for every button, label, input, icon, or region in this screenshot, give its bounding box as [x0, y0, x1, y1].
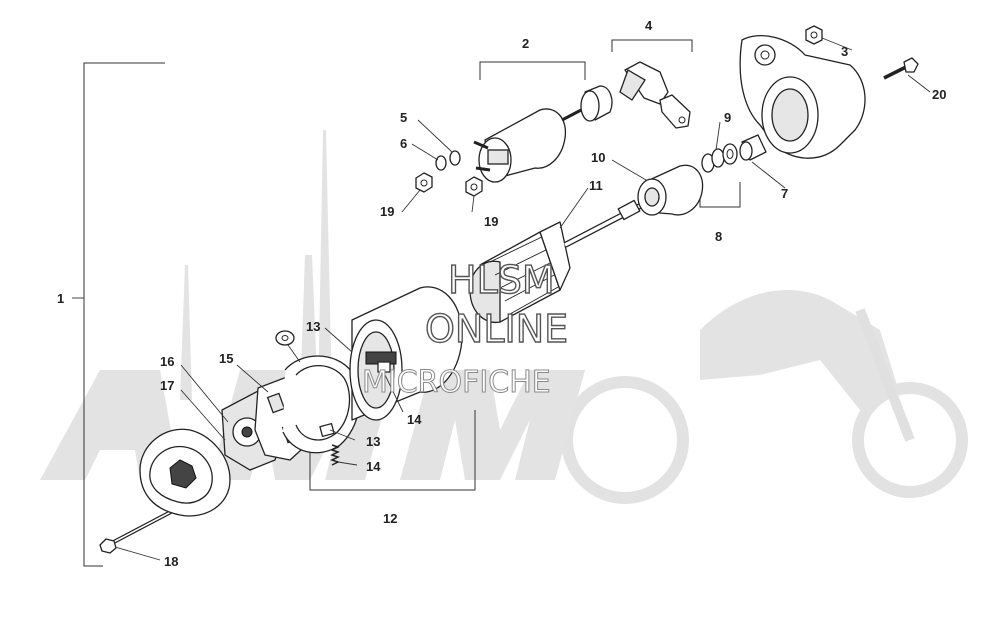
part-drive-housing [739, 35, 866, 159]
callout-18: 18 [164, 554, 178, 569]
bracket-solenoid-2 [479, 61, 586, 80]
callout-14-upper: 14 [407, 412, 422, 427]
bracket-clutch-8 [699, 182, 741, 208]
callout-3: 3 [841, 44, 848, 59]
callout-13-upper: 13 [306, 319, 320, 334]
watermark-wheel-front [852, 382, 968, 498]
callout-19-right: 19 [484, 214, 498, 229]
part-pinion-stop [722, 143, 738, 165]
callout-1: 1 [57, 291, 64, 306]
callout-7: 7 [781, 186, 788, 201]
part-clutch [637, 164, 704, 216]
callout-10: 10 [591, 150, 605, 165]
callout-13-lower: 13 [366, 434, 380, 449]
part-washer-6 [435, 155, 447, 171]
part-washer-5 [449, 150, 461, 166]
callout-19-left: 19 [380, 204, 394, 219]
callout-2: 2 [522, 36, 529, 51]
watermark-tower-left [180, 265, 192, 400]
part-nut-3 [805, 25, 823, 45]
callout-16: 16 [160, 354, 174, 369]
callout-9: 9 [724, 110, 731, 125]
watermark-wheel-rear [561, 376, 689, 504]
callout-12: 12 [383, 511, 397, 526]
callout-15: 15 [219, 351, 233, 366]
callout-5: 5 [400, 110, 407, 125]
callout-labels: 1 2 3 4 5 6 7 8 9 10 11 12 13 13 14 14 1… [57, 18, 946, 569]
bracket-shift-lever-4 [611, 39, 693, 52]
watermark-text: HLSM ONLINE MICROFICHE [362, 257, 569, 400]
callout-11: 11 [589, 178, 603, 193]
callout-20: 20 [932, 87, 946, 102]
part-yoke-housing [349, 286, 463, 421]
part-armature [469, 199, 642, 324]
part-bushing [739, 134, 767, 161]
watermark-bike-body [700, 290, 900, 410]
part-nut-19b [465, 176, 483, 197]
callout-4: 4 [645, 18, 653, 33]
part-end-cover [139, 428, 231, 517]
part-spring-lower [319, 422, 340, 466]
callout-17: 17 [160, 378, 174, 393]
part-solenoid [473, 85, 613, 183]
watermark-line1: HLSM [448, 258, 555, 302]
callout-14-lower: 14 [366, 459, 381, 474]
part-stop-ring [701, 148, 725, 173]
watermark-line3: MICROFICHE [362, 365, 551, 400]
watermark-bike-fork [855, 308, 915, 442]
watermark-tower-right [318, 130, 332, 400]
part-brush-ring [275, 330, 361, 454]
part-nut-19a [415, 172, 433, 193]
callout-8: 8 [715, 229, 722, 244]
leader-lines [114, 37, 931, 561]
part-bolt-20 [883, 57, 919, 80]
bracket-assembly-1 [83, 62, 165, 567]
callout-6: 6 [400, 136, 407, 151]
watermark-line2: ONLINE [425, 307, 568, 351]
part-shift-lever [619, 61, 691, 129]
